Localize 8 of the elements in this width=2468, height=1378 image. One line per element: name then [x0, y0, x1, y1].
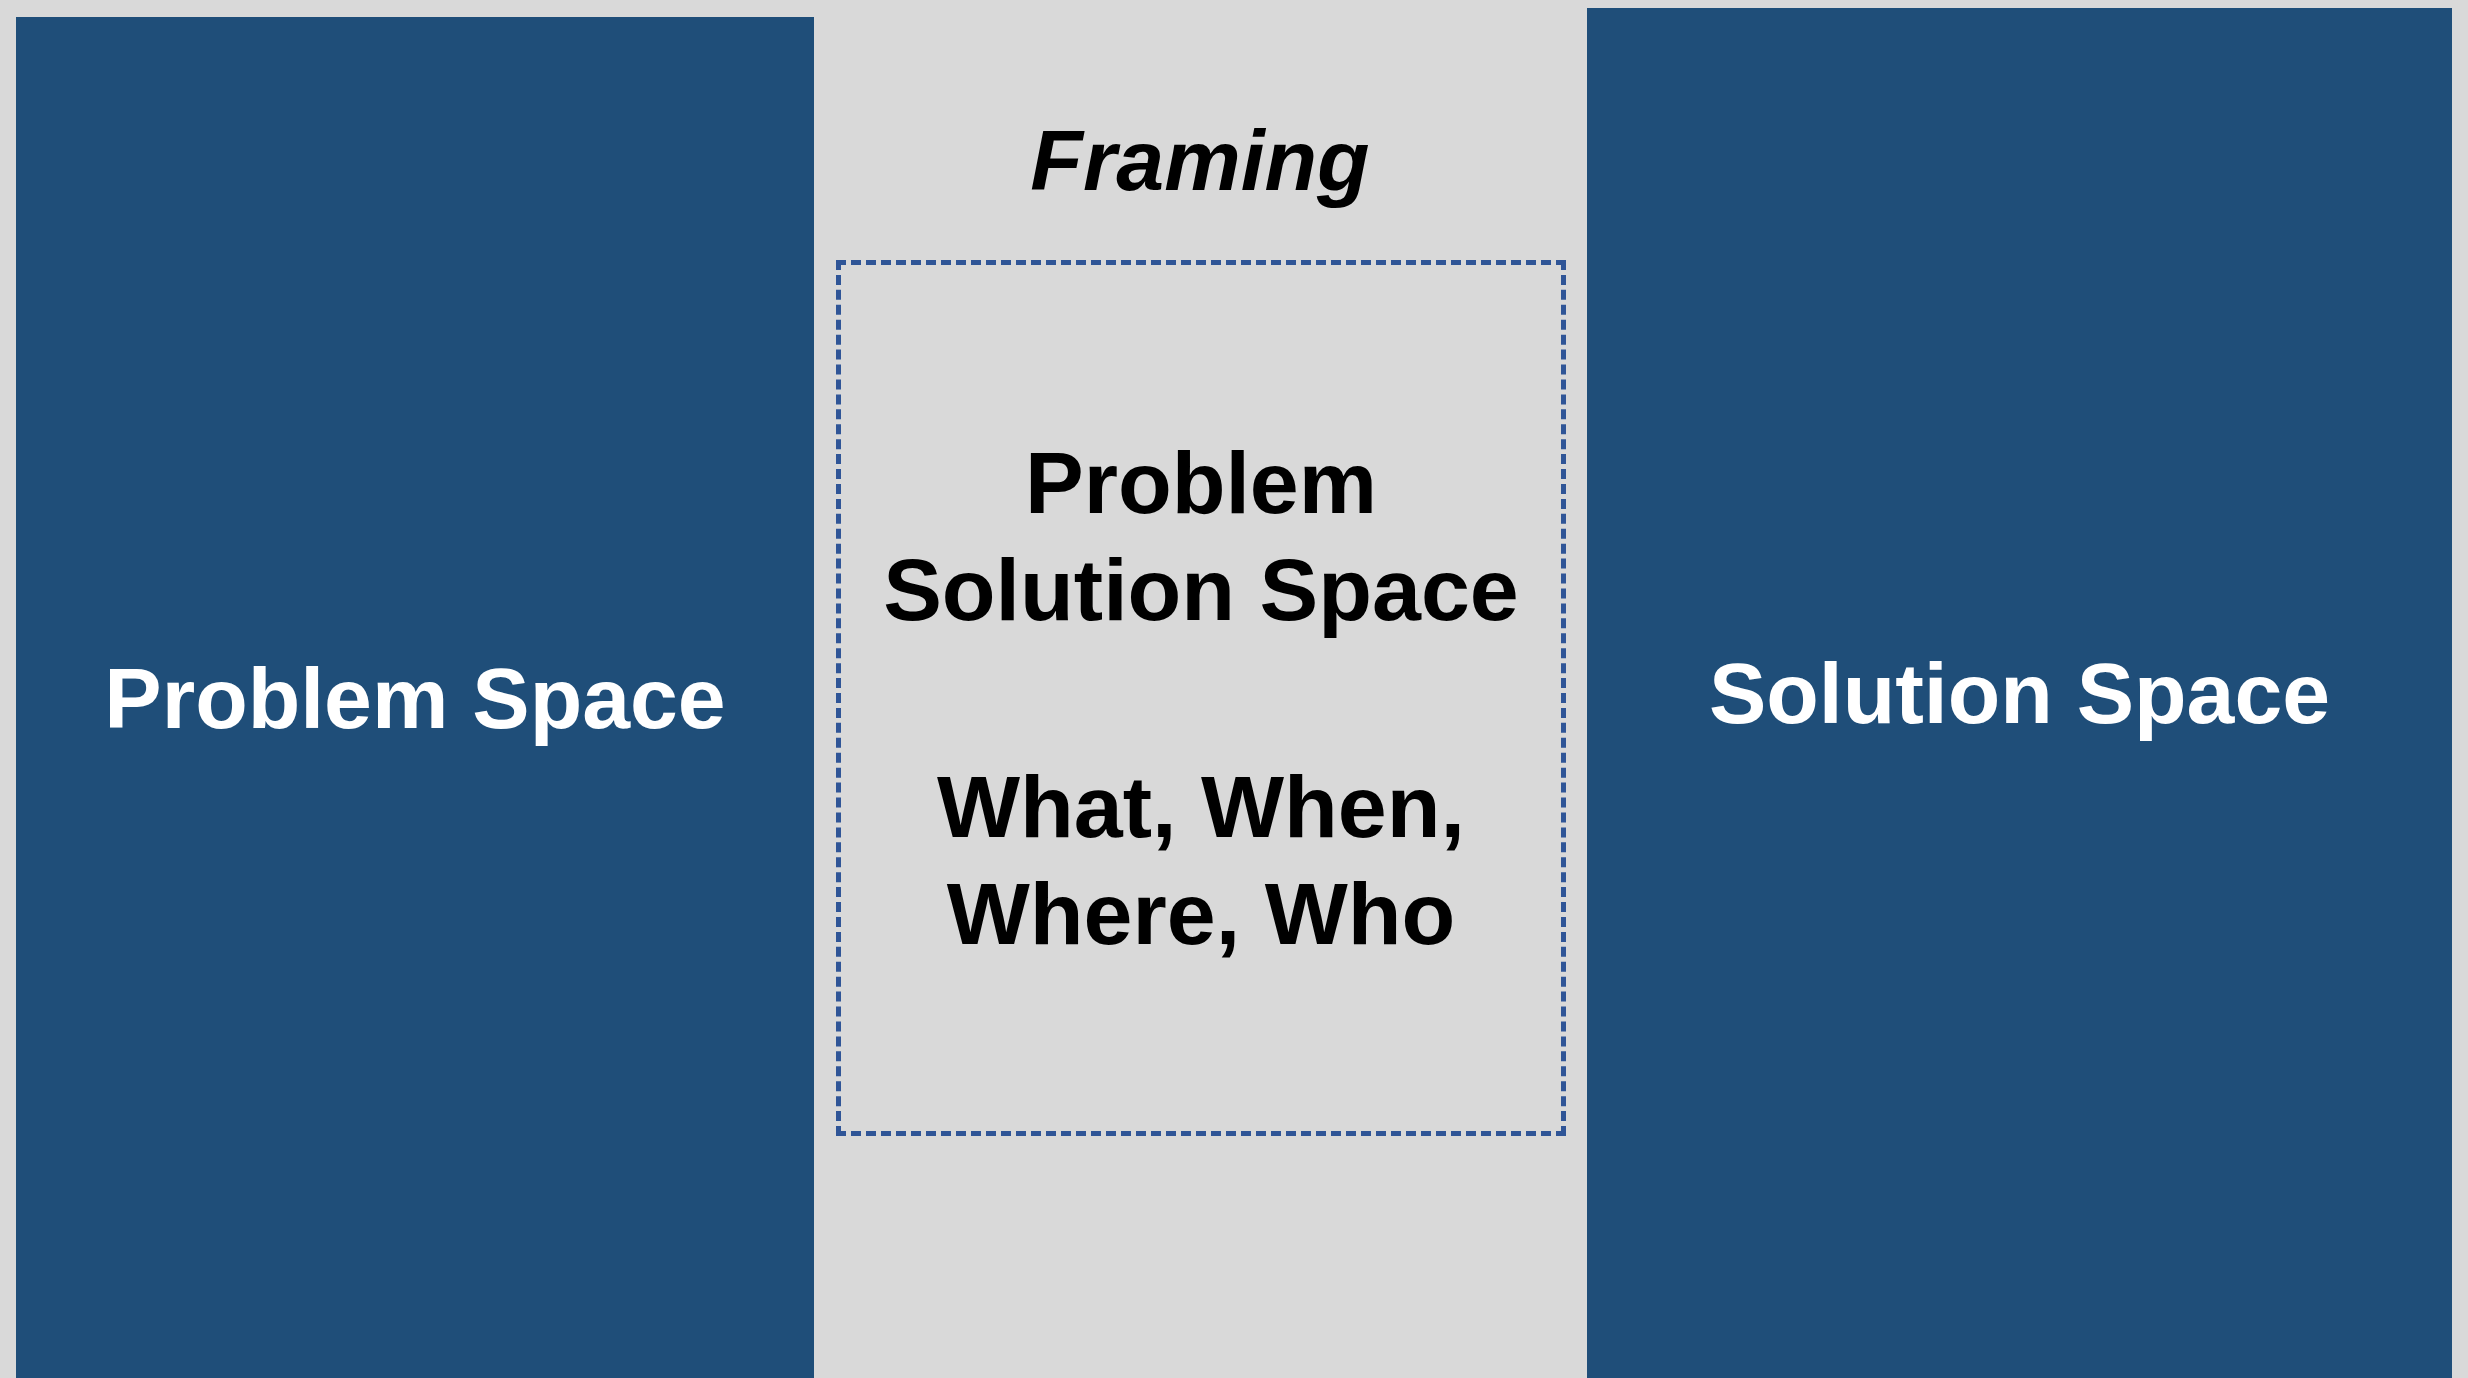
node-text: Solution Space — [1708, 644, 2331, 743]
node-text: Problem Solution Space — [882, 432, 1520, 641]
heading-label: Framing — [1029, 111, 1371, 210]
node-text: What, When, Where, Who — [936, 756, 1466, 965]
panel — [1587, 8, 2452, 1378]
dashed-frame — [836, 260, 1566, 1136]
panel — [16, 17, 814, 1378]
node-text: Problem Space — [104, 648, 726, 748]
